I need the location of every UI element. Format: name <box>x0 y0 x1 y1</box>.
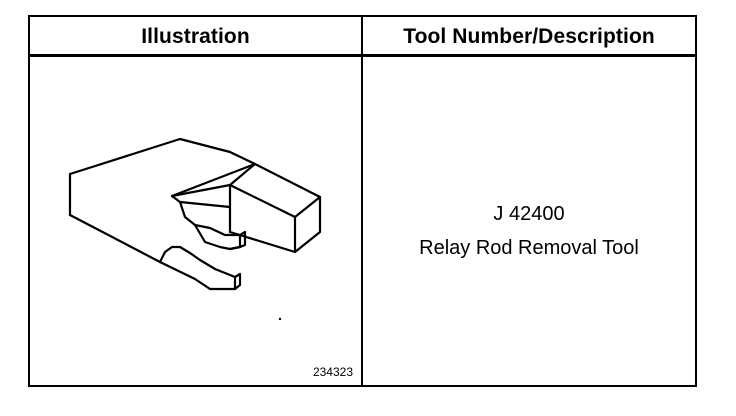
tool-description-cell: J 42400 Relay Rod Removal Tool <box>363 57 695 385</box>
illustration-cell: 234323 <box>30 57 361 385</box>
relay-rod-removal-tool-illustration <box>68 137 322 321</box>
tool-description: Relay Rod Removal Tool <box>419 237 639 259</box>
tool-table: Illustration Tool Number/Description <box>28 15 697 387</box>
figure-number: 234323 <box>312 365 353 379</box>
header-tool-number-description: Tool Number/Description <box>403 25 655 48</box>
tool-number: J 42400 <box>493 203 565 225</box>
tool-description-block: J 42400 Relay Rod Removal Tool <box>363 197 695 265</box>
column-divider <box>361 17 363 385</box>
header-illustration: Illustration <box>141 25 250 48</box>
